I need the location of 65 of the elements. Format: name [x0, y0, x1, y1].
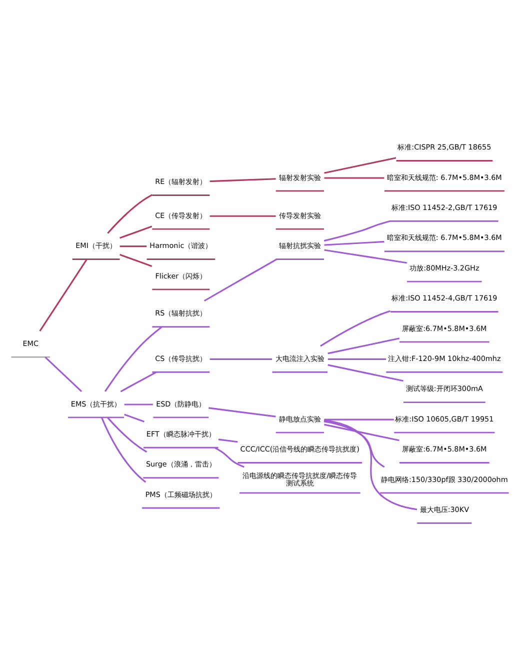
node-text: 标准:ISO 10605,GB/T 19951: [395, 414, 494, 423]
node-text: 暗室和天线规范: 6.7M•5.8M•3.6M: [386, 172, 502, 182]
connector: [120, 225, 152, 238]
node-text: 屏蔽室:6.7M•5.8M•3.6M: [402, 323, 487, 332]
node-text: 标准:CISPR 25,GB/T 18655: [398, 142, 492, 152]
node-text: 最大电压:30KV: [420, 504, 469, 514]
connector: [324, 176, 384, 178]
node-text: 静电放点实验: [278, 414, 321, 423]
node-text: 辐射抗扰实验: [278, 240, 321, 250]
connector: [324, 248, 407, 264]
node-text: CE（传导发射）: [155, 210, 207, 220]
connector: [328, 358, 386, 360]
connector: [208, 406, 276, 417]
connector: [124, 413, 144, 422]
connector: [320, 310, 390, 346]
node-text: EFT（瞬态脉冲干扰）: [146, 428, 216, 438]
node-text: EMS（抗干扰）: [70, 398, 122, 408]
node-text: EMI（干扰）: [76, 240, 116, 250]
connector: [210, 214, 276, 216]
connector: [120, 370, 157, 392]
node-text: 沿电源线的瞬态传导抗扰度/瞬态传导 测试系统: [242, 470, 358, 488]
connector: [39, 258, 88, 332]
node-text: RE（辐射发射）: [155, 176, 207, 186]
connector: [204, 258, 277, 302]
node-text: Surge（浪涌，雷击）: [146, 459, 216, 468]
connector: [124, 403, 153, 405]
connector: [100, 416, 146, 482]
connector: [324, 420, 385, 468]
node-text: RS（辐射抗扰）: [155, 308, 207, 318]
connector: [120, 253, 152, 267]
node-text: 功放:80MHz-3.2GHz: [410, 262, 480, 272]
node-text: Harmonic（谐波）: [150, 240, 212, 250]
connector: [107, 416, 148, 452]
node-text: 大电流注入实验: [275, 353, 324, 362]
node-text: CS（传导抗扰）: [155, 353, 207, 362]
connector: [107, 194, 152, 234]
node-text: 辐射发射实验: [278, 172, 321, 182]
node-text: 注入钳:F-120-9M 10khz-400mhz: [388, 353, 501, 362]
connector: [120, 245, 147, 247]
connector: [324, 220, 391, 242]
node-text: 静电网络:150/330pf跟 330/2000ohm: [380, 474, 508, 484]
connector: [214, 446, 244, 468]
connector: [218, 438, 238, 442]
connector: [210, 178, 276, 182]
connector: [324, 418, 418, 510]
node-text: EMC: [22, 338, 39, 348]
connector: [328, 337, 400, 354]
node-text: 标准:ISO 11452-2,GB/T 17619: [392, 202, 498, 212]
node-text: ESD（防静电）: [156, 398, 206, 408]
connector: [324, 156, 396, 174]
connector: [210, 358, 272, 360]
node-text: Flicker（闪烁）: [155, 270, 207, 280]
node-text: 标准:ISO 11452-4,GB/T 17619: [392, 293, 498, 302]
node-text: 传导发射实验: [278, 210, 321, 220]
connector: [324, 423, 400, 441]
node-text: CCC/ICC(沿信号线的瞬态传导抗扰度): [240, 444, 360, 454]
node-text: 暗室和天线规范: 6.7M•5.8M•3.6M: [386, 232, 502, 242]
node-text: PMS（工频磁场抗扰）: [145, 489, 216, 498]
node-text: 屏蔽室:6.7M•5.8M•3.6M: [402, 444, 487, 454]
connector: [44, 356, 82, 392]
connector: [324, 418, 394, 420]
connector: [104, 326, 162, 392]
connector: [324, 240, 384, 246]
connector: [328, 364, 404, 382]
node-text: 测试等级:开闭环300mA: [406, 384, 483, 393]
